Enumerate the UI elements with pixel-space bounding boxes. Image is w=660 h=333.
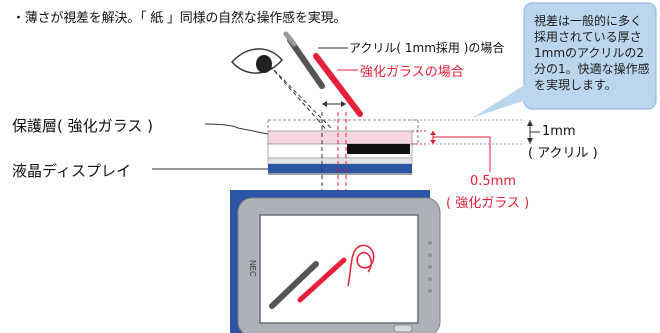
parallax-arrow xyxy=(322,101,346,107)
tablet-pen-dark xyxy=(269,261,319,309)
lcd-black-element xyxy=(347,144,410,154)
thickness-bracket-glass xyxy=(412,130,491,172)
callout-text: 視差は一般的に多く採用されている厚さ1mmのアクリルの2分の1。快適な操作感を実… xyxy=(534,14,650,92)
tablet-screen xyxy=(259,214,419,324)
stylus-pen-red xyxy=(313,53,363,117)
label-acrylic-name: ( アクリル ) xyxy=(528,146,598,161)
handwriting-stroke xyxy=(347,244,375,287)
stylus-pen-dark xyxy=(287,37,325,89)
eye-icon xyxy=(231,48,283,74)
label-acrylic-thickness: 1mm xyxy=(542,124,576,139)
protective-layer xyxy=(267,130,413,145)
label-protective-layer: 保護層( 強化ガラス ) xyxy=(12,117,153,135)
sight-line-acrylic xyxy=(269,65,319,121)
thickness-bracket-acrylic xyxy=(412,119,540,145)
callout: 視差は一般的に多く採用されている厚さ1mmのアクリルの2分の1。快適な操作感を実… xyxy=(524,3,656,109)
callout-box xyxy=(472,2,657,118)
label-glass-name: ( 強化ガラス ) xyxy=(446,196,530,211)
label-acrylic-case: アクリル( 1mm採用 )の場合 xyxy=(349,41,505,55)
sight-line-glass xyxy=(273,69,334,131)
brand-logo: NEC xyxy=(248,260,257,277)
headline: ・薄さが視差を解決。「 紙 」同様の自然な操作感を実現。 xyxy=(12,11,347,26)
tablet-device xyxy=(230,190,441,333)
label-lcd-display: 液晶ディスプレイ xyxy=(12,162,131,180)
lcd-grey-layer xyxy=(267,157,413,165)
tablet-pen-red xyxy=(297,257,347,303)
leader-protective xyxy=(204,123,269,135)
lcd-blue-layer xyxy=(268,164,412,173)
label-glass-thickness: 0.5mm xyxy=(470,174,517,189)
label-tempered-case: 強化ガラスの場合 xyxy=(360,65,464,80)
